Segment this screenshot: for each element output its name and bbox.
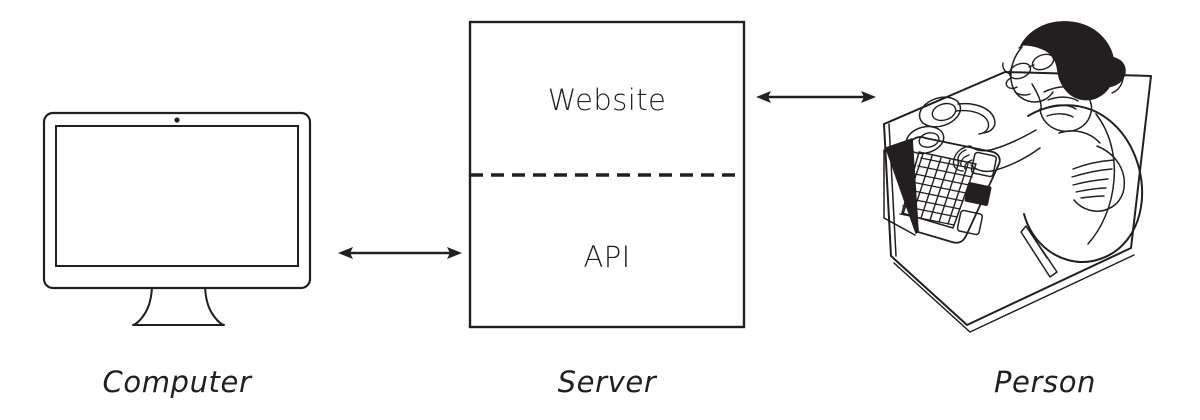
laptop-pad-bottom: [956, 209, 984, 236]
monitor-stand-neck-left: [139, 287, 153, 321]
headphone-cup-left: [918, 96, 962, 128]
person-sleeve-folds: [1071, 159, 1115, 199]
connector-arrowhead-left-server-person: [756, 91, 771, 103]
connector-arrowhead-right-server-person: [861, 91, 876, 103]
stylus-icon: [1020, 225, 1058, 278]
person-right-arm: [1073, 145, 1126, 212]
person-hair: [1020, 21, 1116, 101]
laptop-pad-top: [970, 151, 998, 178]
headphone-cup-right-inner: [918, 132, 940, 148]
desk-surface: [883, 71, 1152, 326]
stylus-body: [1020, 225, 1058, 278]
arrow-left-right-icon-server-person: [756, 91, 876, 103]
server-box: Website API: [468, 20, 746, 329]
monitor-stand-neck-right: [204, 287, 218, 321]
person-hair-bun-outline: [1092, 55, 1124, 94]
person-neck: [1031, 83, 1042, 111]
laptop-icon: [883, 136, 1001, 244]
stylus-highlight: [1025, 225, 1048, 259]
monitor-stand-base: [132, 319, 225, 326]
arrow-left-right-icon-computer-server: [338, 247, 462, 259]
laptop-trackpad: [964, 182, 992, 206]
headphone-band-inner: [955, 109, 990, 135]
headphone-cup-left-inner: [931, 102, 957, 122]
monitor-webcam-dot: [174, 117, 180, 123]
caption-person: Person: [994, 365, 1096, 399]
person-at-laptop-icon: [883, 21, 1152, 333]
server-website-label: Website: [548, 83, 666, 117]
headphones-icon: [905, 96, 996, 155]
laptop-keyboard-area: [901, 151, 977, 229]
person-left-hand: [952, 145, 973, 172]
connector-arrowhead-right-computer-server: [447, 247, 462, 259]
server-api-label: API: [583, 240, 630, 274]
person-left-arm-lower: [970, 147, 1041, 173]
desk-front-edge-inner: [893, 254, 1135, 333]
monitor-screen: [55, 125, 299, 267]
person-mouth-chin: [1014, 91, 1031, 96]
glasses-icon: [1002, 53, 1055, 80]
headphone-band: [957, 102, 996, 134]
person-left-arm-upper: [969, 129, 1037, 152]
person-nose: [1005, 77, 1018, 90]
caption-computer: Computer: [103, 365, 253, 399]
glasses-temple: [1002, 62, 1011, 75]
laptop-base: [911, 136, 1001, 244]
person-shoulder-seam: [1058, 130, 1101, 144]
laptop-lid-back-edge: [883, 149, 916, 236]
person-collar-folds: [1045, 96, 1079, 118]
headphone-cup-right: [905, 125, 945, 155]
person-torso-outline: [1023, 104, 1144, 263]
caption-server: Server: [558, 365, 658, 399]
person-hairline: [1018, 38, 1051, 49]
glasses-bridge: [1028, 64, 1035, 68]
laptop-keyboard-keys: [899, 153, 976, 226]
person-hair-bun: [1092, 56, 1126, 88]
connector-arrowhead-left-computer-server: [338, 247, 353, 259]
person-shirt-seam: [1087, 113, 1116, 245]
monitor-icon: [42, 111, 312, 326]
